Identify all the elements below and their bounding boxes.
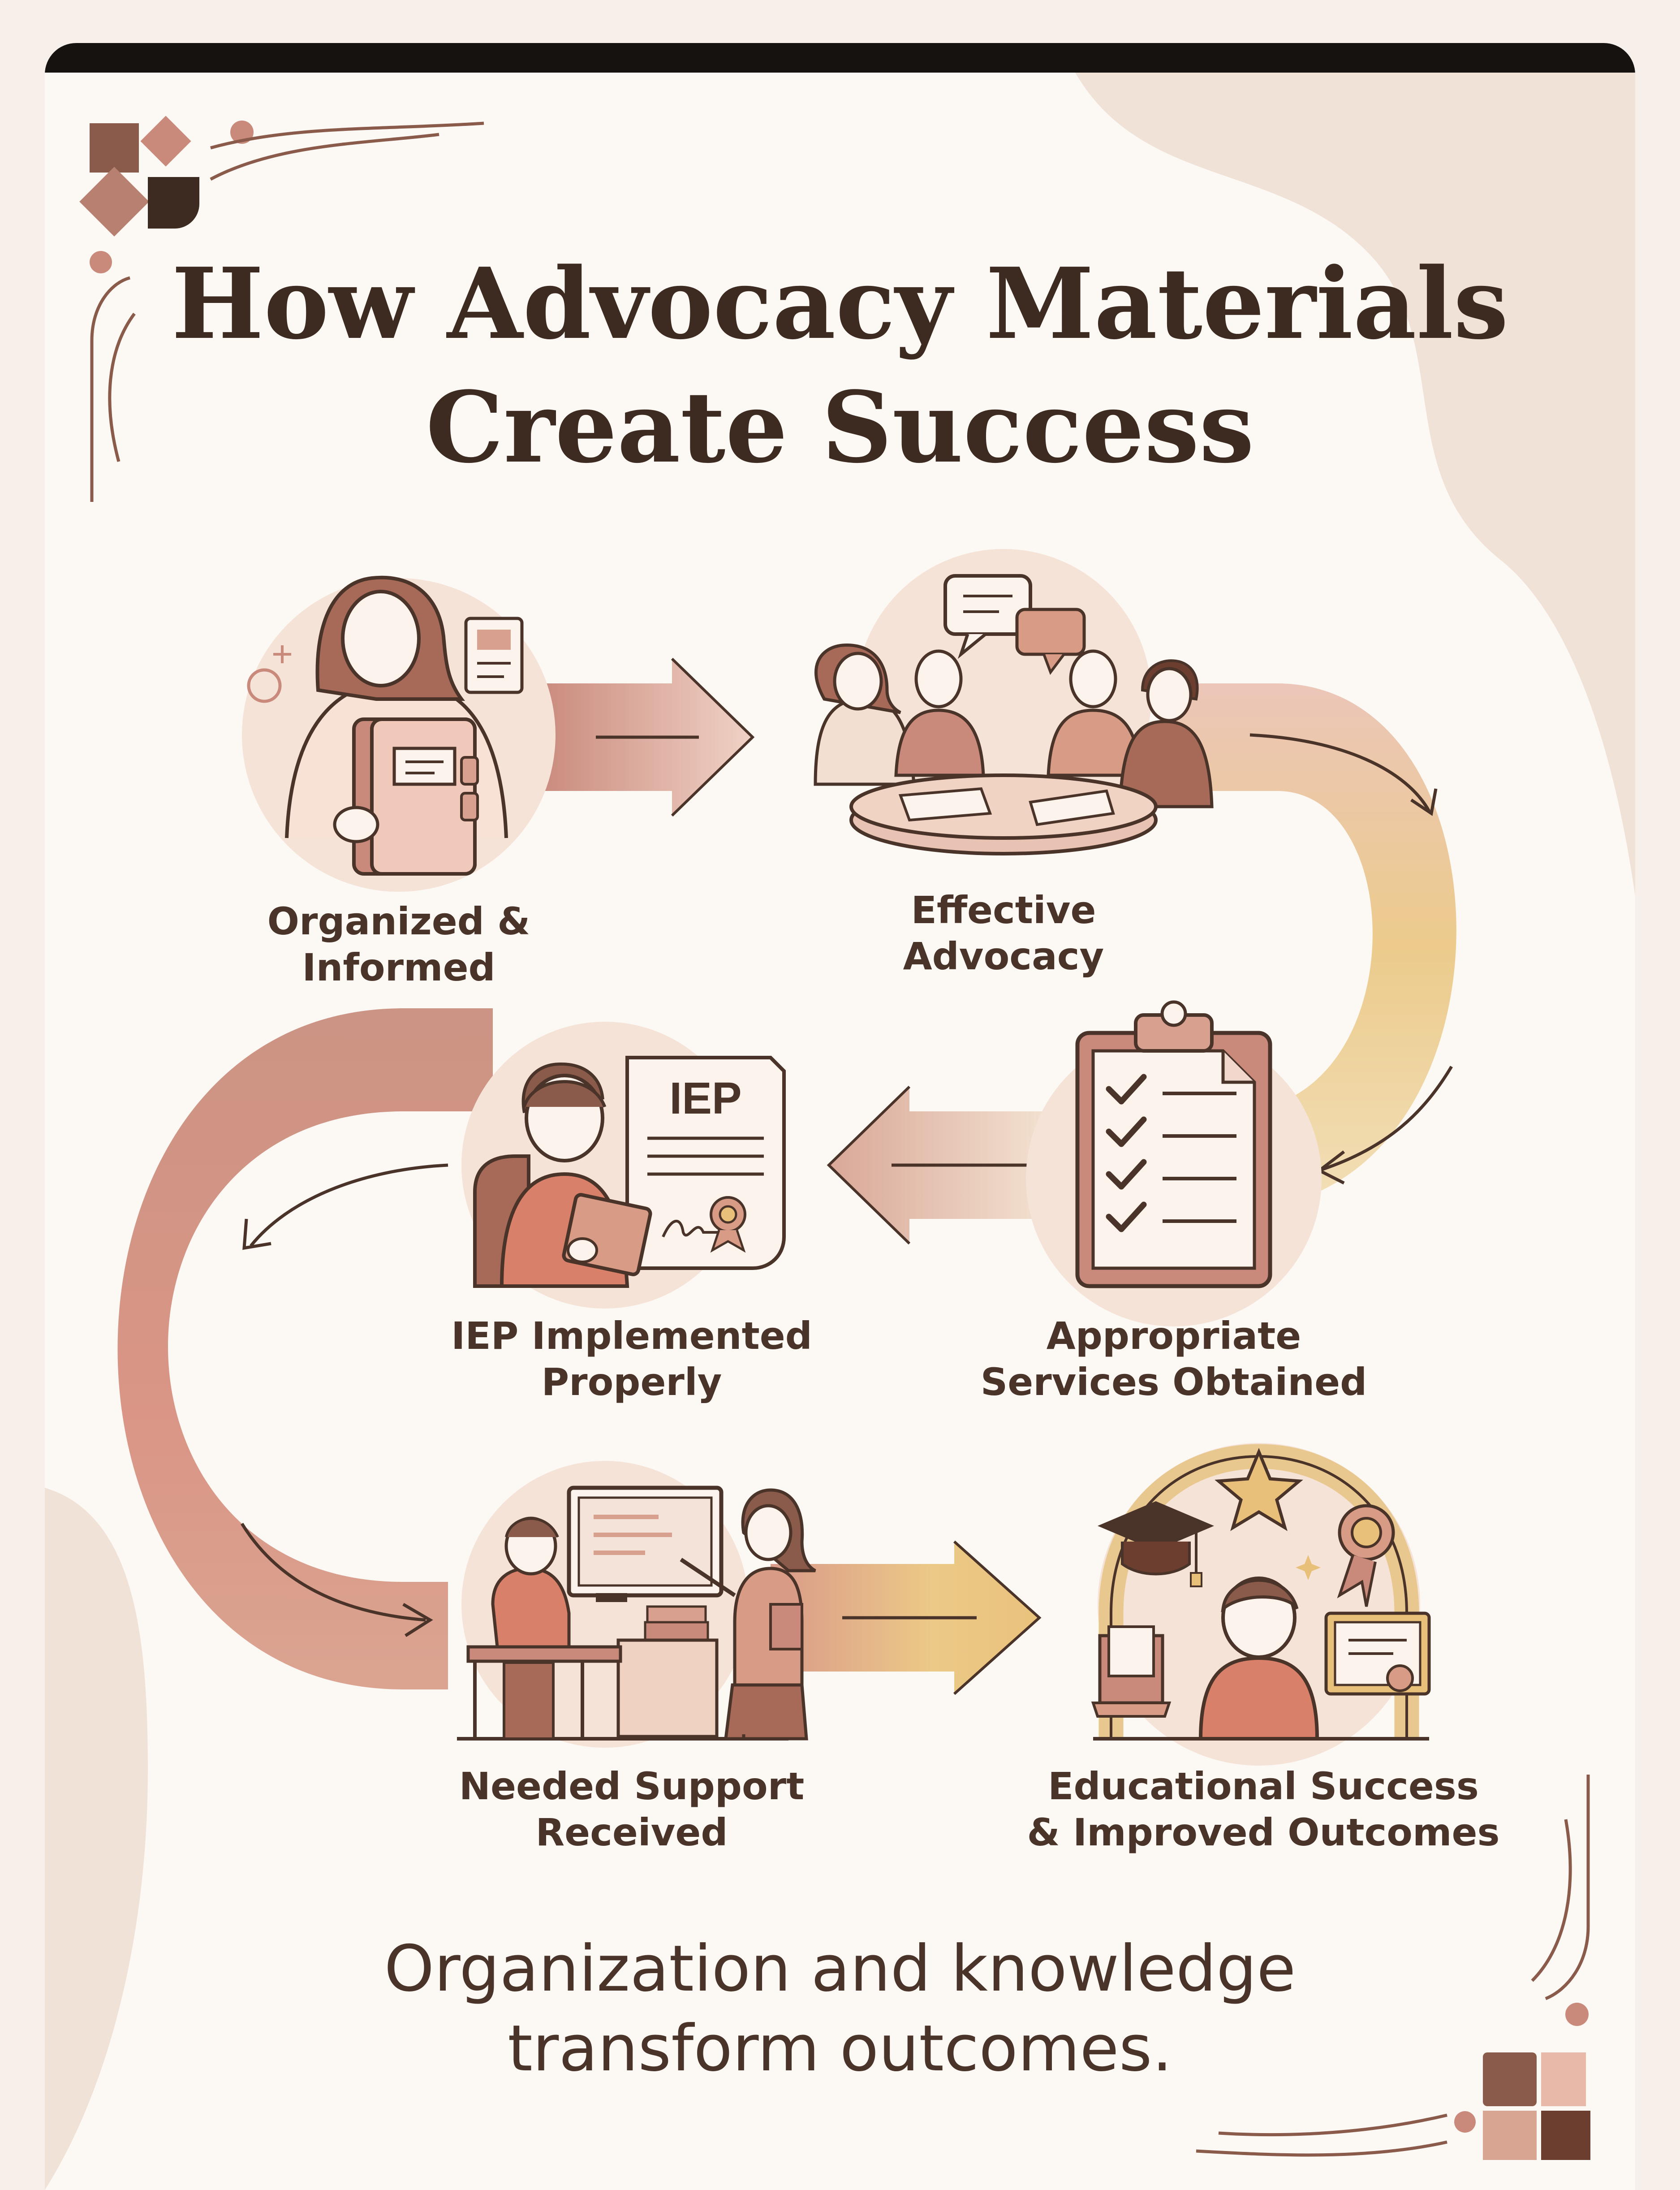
step-label-line1: Effective xyxy=(911,888,1096,932)
flow-path xyxy=(117,657,1456,1695)
page-title: How Advocacy Materials Create Success xyxy=(134,242,1546,489)
corner-ornament-bottom-right xyxy=(1196,1775,1590,2160)
corner-ornament-top-left xyxy=(79,116,484,502)
step-label-line1: Organized & xyxy=(267,899,530,943)
step-label-effective-advocacy: Effective Advocacy xyxy=(757,887,1250,980)
page-title-line2: Create Success xyxy=(426,370,1254,485)
step-label-line2: & Improved Outcomes xyxy=(1027,1810,1500,1854)
tagline: Organization and knowledge transform out… xyxy=(179,1929,1501,2089)
step-label-appropriate-services: Appropriate Services Obtained xyxy=(927,1313,1420,1405)
step-label-organized-informed: Organized & Informed xyxy=(152,898,645,991)
step-label-line1: IEP Implemented xyxy=(451,1314,812,1358)
meeting-table-icon xyxy=(814,549,1214,855)
step-label-educational-success: Educational Success & Improved Outcomes xyxy=(1017,1763,1510,1856)
step-label-line2: Advocacy xyxy=(903,934,1104,978)
step-label-line1: Needed Support xyxy=(459,1764,805,1808)
step-label-line2: Informed xyxy=(302,946,495,989)
page-title-line1: How Advocacy Materials xyxy=(171,246,1509,361)
step-label-line2: Properly xyxy=(541,1360,722,1404)
parent-with-binder-icon xyxy=(242,575,556,892)
iep-document-label: IEP xyxy=(669,1073,741,1123)
student-with-iep-document-icon: IEP xyxy=(461,1022,786,1309)
step-label-line1: Appropriate xyxy=(1046,1314,1301,1358)
step-label-iep-implemented: IEP Implemented Properly xyxy=(385,1313,878,1405)
background-blob-bottom-left xyxy=(45,1488,148,2190)
curve-step4-to-step5 xyxy=(117,1008,493,1689)
step-label-line1: Educational Success xyxy=(1048,1764,1479,1808)
step-label-needed-support: Needed Support Received xyxy=(385,1763,878,1856)
tagline-line1: Organization and knowledge xyxy=(384,1932,1296,2006)
step-label-line2: Services Obtained xyxy=(980,1360,1367,1404)
step-label-line2: Received xyxy=(535,1810,728,1854)
curve-step2-to-step3 xyxy=(1165,683,1456,1210)
graduate-success-arch-icon xyxy=(1091,1443,1431,1766)
clipboard-checklist-icon xyxy=(1026,1000,1322,1326)
background-blob-top-right xyxy=(1075,73,1635,896)
tagline-line2: transform outcomes. xyxy=(508,2012,1172,2086)
classroom-teacher-icon xyxy=(457,1461,816,1748)
